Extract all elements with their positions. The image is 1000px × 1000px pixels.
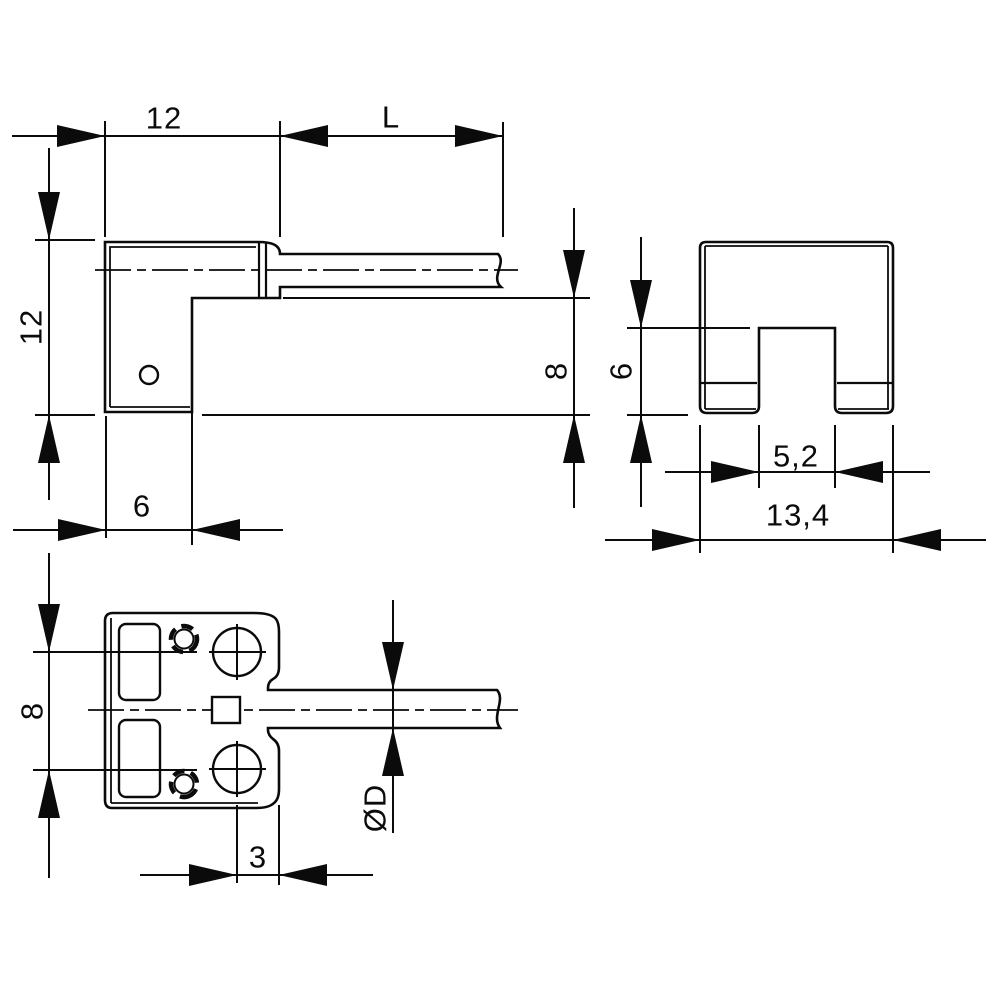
front-view-body-outline: [698, 240, 895, 415]
side-view-body-outline: [103, 240, 505, 414]
arrowhead: [630, 415, 652, 463]
bottom-view-bore-bottom-crosshair: [209, 741, 266, 797]
side-view: [95, 240, 518, 414]
dim-ext-edge-offset: [236, 805, 280, 885]
arrowhead: [630, 280, 652, 328]
arrowhead: [835, 461, 883, 483]
dim-ext-slot-width: [758, 425, 836, 488]
bottom-view-window-bottom: [117, 718, 162, 799]
arrowhead: [711, 461, 759, 483]
arrowhead: [382, 728, 404, 776]
arrowhead: [58, 519, 106, 541]
side-view-inner-wall: [109, 246, 256, 408]
bottom-view-bore-top-crosshair: [209, 624, 266, 680]
arrowhead: [279, 864, 327, 886]
bottom-view-thread-hole-bottom-outer: [168, 768, 200, 800]
arrowhead: [652, 529, 700, 551]
arrowhead: [563, 250, 585, 298]
dim-ext-hole-spacing: [33, 651, 197, 771]
bottom-view-thread-hole-bottom-inner: [173, 773, 195, 795]
arrowhead: [280, 125, 328, 147]
arrowhead: [57, 125, 105, 147]
arrowhead: [38, 604, 60, 652]
dim-ext-slot-depth: [627, 327, 750, 416]
dim-ext-top: [104, 121, 504, 237]
dim-ext-left-height: [35, 239, 95, 416]
side-view-dimensions: [12, 121, 590, 545]
dim-ext-lower-height: [202, 297, 590, 416]
bottom-view-thread-hole-top-inner: [173, 628, 195, 650]
dim-ext-depth: [105, 412, 193, 545]
arrowhead: [38, 415, 60, 463]
arrowhead: [189, 864, 237, 886]
arrowhead: [38, 192, 60, 240]
arrowhead: [893, 529, 941, 551]
arrowhead: [563, 415, 585, 463]
side-view-hole: [138, 364, 160, 386]
bottom-view-window-top: [117, 622, 162, 702]
dim-ext-housing-width: [699, 425, 894, 553]
arrowhead: [192, 519, 240, 541]
bottom-view-dimensions: [33, 553, 404, 886]
arrowhead: [455, 125, 503, 147]
front-view-dimensions: [605, 237, 986, 553]
arrowhead: [38, 770, 60, 818]
arrowhead: [382, 642, 404, 690]
bottom-view-center-square: [210, 695, 242, 725]
bottom-view: [88, 611, 518, 810]
